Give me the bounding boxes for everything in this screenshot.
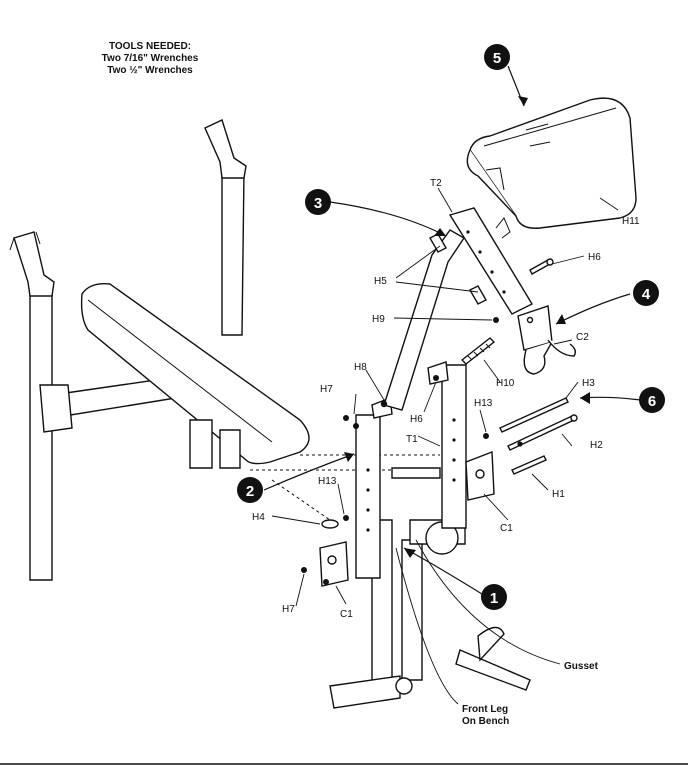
part-labels: T2 H11 H6 H5 H9 C2 H10 H8 H7 H6 H13 H3 T… bbox=[252, 178, 640, 727]
c1-clamp-bottom bbox=[319, 541, 349, 587]
foot-roller bbox=[477, 626, 505, 662]
label-h10: H10 bbox=[496, 378, 515, 389]
h7-washer-bottom-2 bbox=[323, 579, 329, 585]
h5-pin-top bbox=[429, 233, 447, 253]
label-h1: H1 bbox=[552, 489, 565, 500]
label-h4: H4 bbox=[252, 512, 265, 523]
front-leg-wheel bbox=[395, 677, 413, 695]
label-h11: H11 bbox=[622, 216, 640, 227]
rear-foot-bar bbox=[455, 649, 531, 691]
c1-clamp-right bbox=[465, 450, 495, 501]
label-h7-top: H7 bbox=[320, 384, 333, 395]
callout-arrows bbox=[263, 65, 641, 595]
label-h2: H2 bbox=[590, 440, 603, 451]
label-h5: H5 bbox=[374, 276, 387, 287]
callout-6-number: 6 bbox=[648, 393, 656, 410]
front-leg-foot bbox=[329, 675, 401, 709]
label-h8: H8 bbox=[354, 362, 367, 373]
rear-upright bbox=[221, 169, 245, 336]
h13-nut-right bbox=[483, 433, 489, 439]
leader-lines bbox=[271, 187, 619, 705]
label-t1: T1 bbox=[406, 434, 418, 445]
h10-threaded-rod bbox=[460, 337, 496, 365]
label-on-bench: On Bench bbox=[462, 716, 509, 727]
hardware bbox=[301, 258, 578, 585]
callout-1-number: 1 bbox=[490, 590, 498, 607]
h6-bolt-mid bbox=[433, 375, 439, 381]
label-gusset: Gusset bbox=[564, 661, 599, 672]
callout-5: 5 bbox=[484, 44, 510, 70]
label-h7-bottom: H7 bbox=[282, 604, 295, 615]
bracket-part-4 bbox=[517, 305, 577, 375]
preacher-pad-part-5 bbox=[466, 97, 637, 229]
h4-washer bbox=[321, 519, 339, 529]
label-c1-bottom: C1 bbox=[340, 609, 353, 620]
label-c2: C2 bbox=[576, 332, 589, 343]
label-h6-top: H6 bbox=[588, 252, 601, 263]
bench-support-post bbox=[189, 419, 213, 469]
bench-pad bbox=[80, 283, 310, 465]
h7-washer-top-2 bbox=[353, 423, 359, 429]
label-h13-right: H13 bbox=[474, 398, 493, 409]
upright-left bbox=[355, 414, 381, 579]
label-c1-right: C1 bbox=[500, 523, 513, 534]
h8-nut bbox=[380, 400, 388, 408]
left-upright-cradle bbox=[13, 231, 55, 297]
c2-hook bbox=[523, 341, 553, 375]
label-h13-left: H13 bbox=[318, 476, 337, 487]
label-t2: T2 bbox=[430, 178, 442, 189]
upright-right bbox=[441, 364, 467, 529]
tools-line-1: Two 7/16" Wrenches bbox=[101, 53, 199, 64]
h9-nut bbox=[493, 317, 499, 323]
left-upright bbox=[29, 289, 53, 581]
t1-crossmember bbox=[391, 467, 441, 479]
h1-bolt bbox=[511, 455, 547, 475]
upright-right-top-bracket bbox=[427, 361, 449, 385]
curl-arm-t2-tube bbox=[448, 207, 533, 315]
h5-pin-bottom bbox=[469, 285, 487, 305]
preacher-pad-body bbox=[469, 97, 637, 229]
callout-3-number: 3 bbox=[314, 195, 322, 212]
front-leg-assembly bbox=[329, 467, 531, 709]
callout-4-number: 4 bbox=[642, 286, 651, 303]
crossbar-bracket bbox=[39, 384, 73, 433]
callout-1: 1 bbox=[481, 584, 507, 610]
label-h6-mid: H6 bbox=[410, 414, 423, 425]
callout-3: 3 bbox=[305, 189, 331, 215]
front-leg-post-right bbox=[401, 539, 423, 681]
h7-washer-bottom-1 bbox=[301, 567, 307, 573]
tools-line-2: Two ½" Wrenches bbox=[107, 65, 193, 76]
label-front-leg: Front Leg bbox=[462, 704, 508, 715]
rear-upright-cradle bbox=[204, 119, 247, 179]
curl-arm-part-3 bbox=[383, 207, 533, 411]
label-h3: H3 bbox=[582, 378, 595, 389]
h7-washer-top-1 bbox=[343, 415, 349, 421]
bench-frame bbox=[9, 119, 470, 581]
h3-pin bbox=[499, 397, 569, 433]
callout-6: 6 bbox=[639, 387, 665, 413]
callout-2: 2 bbox=[237, 477, 263, 503]
callout-2-number: 2 bbox=[246, 483, 254, 500]
bracket-plate bbox=[517, 305, 553, 351]
tools-heading: TOOLS NEEDED: bbox=[108, 41, 192, 52]
callout-5-number: 5 bbox=[493, 50, 501, 67]
callout-4: 4 bbox=[633, 280, 659, 306]
h13-nut-left bbox=[343, 515, 349, 521]
tools-needed-note: TOOLS NEEDED: Two 7/16" Wrenches Two ½" … bbox=[60, 41, 240, 77]
label-h9: H9 bbox=[372, 314, 385, 325]
